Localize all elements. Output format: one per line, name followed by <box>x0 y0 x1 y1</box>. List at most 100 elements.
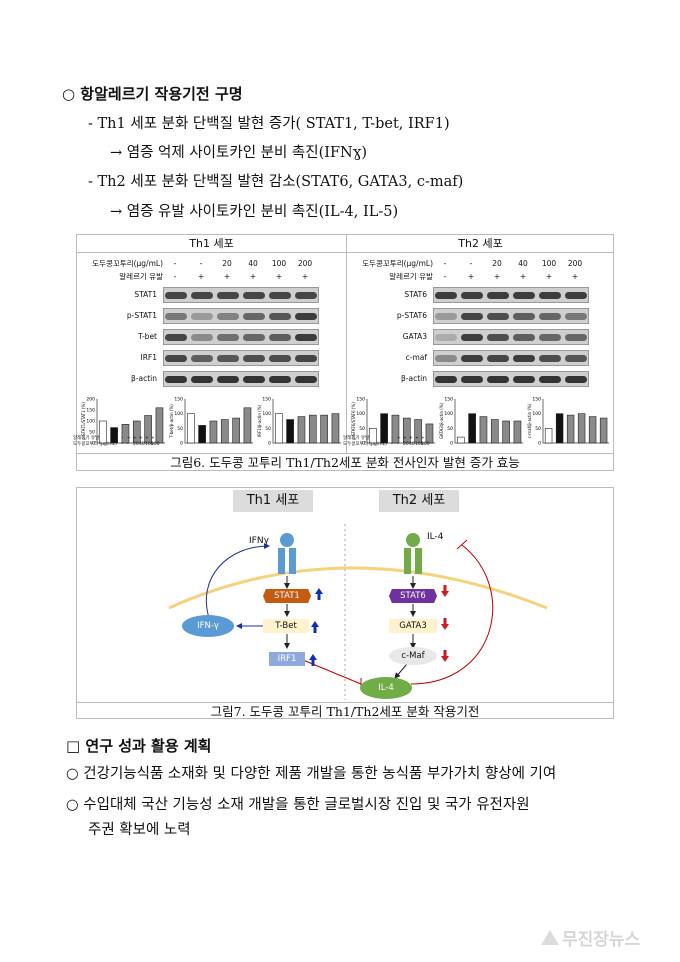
stat6-node: STAT6 <box>389 589 437 603</box>
th1-label: Th1 세포 <box>233 490 313 512</box>
allergy-value: + <box>545 272 553 281</box>
chart-bar <box>232 417 240 444</box>
allergy-value: + <box>493 272 501 281</box>
blot-image <box>163 308 319 324</box>
blot-band <box>539 355 561 362</box>
blot-band <box>165 334 187 341</box>
fig6-th1-title: Th1 세포 <box>77 235 346 253</box>
dose-value: - <box>469 259 473 268</box>
chart-tick-label: 100 <box>356 411 365 417</box>
blot-label: GATA3 <box>402 332 427 341</box>
blot-band <box>565 313 587 320</box>
dose-value: 40 <box>248 259 258 268</box>
dose-label: 도두콩꼬투리(μg/mL) <box>92 259 163 268</box>
chart-condition-value: 40 <box>409 442 415 447</box>
il4-inhibit-line <box>410 544 494 685</box>
chart-condition-value: - <box>391 436 393 441</box>
chart-tick-label: 50 <box>535 426 541 432</box>
chart-tick-label: 100 <box>262 411 271 417</box>
irf1-up-icon <box>309 654 317 666</box>
blot-band <box>217 334 239 341</box>
chart-bar <box>599 417 608 444</box>
dose-value: - <box>199 259 203 268</box>
blot-band <box>295 334 317 341</box>
chart-bar <box>391 414 400 444</box>
blot-label: β-actin <box>131 374 157 383</box>
chart-tick-label: 200 <box>86 397 95 403</box>
chart-tick-label: 100 <box>444 411 453 417</box>
chart-bar <box>566 414 575 444</box>
il4-label: IL-4 <box>378 683 394 693</box>
chart-bar <box>308 414 317 444</box>
chart-axis <box>96 399 165 444</box>
watermark-logo-icon <box>541 930 559 945</box>
chart-bar <box>98 420 107 444</box>
blot-band <box>435 313 457 320</box>
blot-band <box>487 355 509 362</box>
ifn-receptor-icon <box>278 533 296 574</box>
gata3-node: GATA3 <box>389 619 437 633</box>
blot-image <box>163 350 319 366</box>
chart-bar <box>468 413 476 444</box>
chart-tick-label: 0 <box>92 441 95 447</box>
blot-band <box>513 292 535 299</box>
chart-condition-value: + <box>403 436 407 441</box>
chart-bar <box>132 420 141 444</box>
chart-bar <box>186 413 195 444</box>
blot-band <box>565 334 587 341</box>
chart-tick-label: 0 <box>450 441 453 447</box>
blot-label: STAT1 <box>134 290 157 299</box>
chart-bar <box>513 420 522 444</box>
blot-label: T-bet <box>138 332 157 341</box>
chart-bar <box>479 416 488 444</box>
blot-band <box>487 313 509 320</box>
chart-bar <box>155 407 164 444</box>
chart-bar <box>368 428 377 444</box>
chart-bar <box>402 417 411 444</box>
il4-node <box>360 677 412 699</box>
blot-band <box>461 313 483 320</box>
chart-bar <box>274 413 283 444</box>
th2-finding: - Th2 세포 분화 단백질 발현 감소(STAT6, GATA3, c-ma… <box>88 174 464 190</box>
allergy-value: + <box>571 272 579 281</box>
chart-bar <box>144 415 152 444</box>
allergy-label: 알레르기 유발 <box>119 272 163 281</box>
blot-image <box>433 287 589 303</box>
dose-value: 20 <box>492 259 502 268</box>
chart-tick-label: 0 <box>538 441 541 447</box>
blot-band <box>269 376 291 383</box>
blot-band <box>461 334 483 341</box>
ifn-feedback-arrow <box>205 543 270 619</box>
chart-condition-value: + <box>409 436 413 441</box>
blot-label: c-maf <box>405 353 427 362</box>
blot-band <box>269 313 291 320</box>
chart-bar <box>286 419 294 444</box>
tbet-up-icon <box>311 621 319 633</box>
chart-tick-label: 100 <box>174 411 183 417</box>
blot-band <box>565 292 587 299</box>
chart-tick-label: 150 <box>86 408 95 414</box>
chart-condition-value: + <box>127 436 131 441</box>
blot-band <box>295 292 317 299</box>
blot-band <box>191 334 213 341</box>
chart-bar <box>414 419 422 444</box>
blot-band <box>487 292 509 299</box>
chart-condition-value: 100 <box>415 442 424 447</box>
allergy-value: - <box>443 272 447 281</box>
blot-band <box>269 355 291 362</box>
blot-label: IRF1 <box>140 353 157 362</box>
blot-image <box>433 350 589 366</box>
figure-6-caption: 그림6. 도두콩 꼬투리 Th1/Th2세포 분화 전사인자 발현 증가 효능 <box>77 453 613 471</box>
chart-axis <box>366 399 435 444</box>
chart-axis <box>542 399 609 444</box>
plan-item-2-continued: 주권 확보에 노력 <box>88 822 191 838</box>
blot-band <box>539 334 561 341</box>
blot-band <box>243 313 265 320</box>
blot-band <box>565 376 587 383</box>
chart-condition-value: 100 <box>145 442 154 447</box>
ifn-receptor-label: IFNγ <box>249 536 269 546</box>
